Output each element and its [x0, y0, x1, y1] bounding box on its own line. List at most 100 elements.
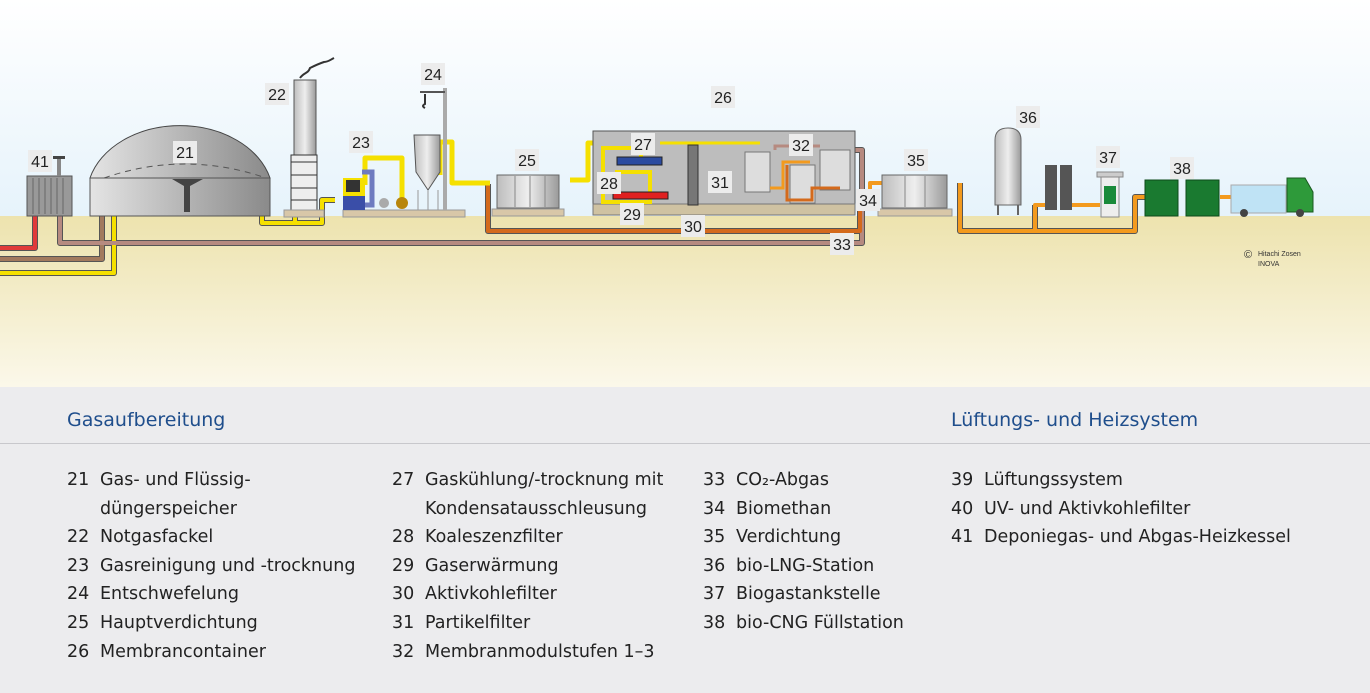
- svg-text:24: 24: [424, 67, 442, 84]
- legend-item-number: 32: [392, 641, 415, 662]
- legend-item: 29 Gaserwärmung: [392, 552, 663, 581]
- svg-text:22: 22: [268, 87, 286, 104]
- label-36: 36: [1016, 106, 1040, 128]
- lng-station: [994, 127, 1072, 215]
- legend-item-text: Biomethan: [736, 498, 832, 519]
- copyright: © Hitachi Zosen INOVA: [1244, 249, 1301, 268]
- process-diagram: © Hitachi Zosen INOVA 41 21 22 23 24 25 …: [0, 0, 1370, 387]
- label-35: 35: [904, 149, 928, 171]
- legend-item: 39 Lüftungssystem: [951, 466, 1291, 495]
- legend-item-text: Gas- und Flüssig- düngerspeicher: [100, 470, 251, 519]
- svg-text:27: 27: [634, 137, 652, 154]
- legend-item-number: 31: [392, 612, 415, 633]
- legend-item-number: 36: [703, 555, 726, 576]
- legend-item-text: Biogastankstelle: [736, 584, 881, 605]
- legend: Gasaufbereitung Lüftungs- und Heizsystem…: [0, 387, 1370, 693]
- cng-containers: [1144, 179, 1220, 217]
- legend-heading-ventilation: Lüftungs- und Heizsystem: [951, 409, 1199, 431]
- divider: [0, 443, 1370, 444]
- label-29: 29: [620, 203, 644, 225]
- legend-item-text: CO₂-Abgas: [736, 470, 829, 490]
- legend-item-number: 35: [703, 527, 726, 548]
- legend-item: 36 bio-LNG-Station: [703, 552, 904, 581]
- legend-item-text: Membranmodulstufen 1–3: [425, 641, 655, 662]
- svg-text:33: 33: [833, 237, 851, 254]
- legend-item-number: 28: [392, 527, 415, 548]
- legend-item-text: Lüftungssystem: [984, 470, 1123, 490]
- legend-item-text: Deponiegas- und Abgas-Heizkessel: [984, 527, 1291, 548]
- legend-item-number: 22: [67, 527, 90, 548]
- legend-item: 31 Partikelfilter: [392, 609, 663, 638]
- legend-item-number: 29: [392, 555, 415, 576]
- legend-item-number: 39: [951, 470, 974, 490]
- label-28: 28: [597, 172, 621, 194]
- legend-item-text: Hauptverdichtung: [100, 612, 258, 633]
- svg-text:29: 29: [623, 207, 641, 224]
- legend-item: 32 Membranmodulstufen 1–3: [392, 638, 663, 667]
- legend-item-text: Entschwefelung: [100, 584, 240, 605]
- label-38: 38: [1170, 157, 1194, 179]
- co2-pipe: [486, 184, 862, 233]
- legend-item: 35 Verdichtung: [703, 523, 904, 552]
- svg-text:37: 37: [1099, 150, 1117, 167]
- svg-text:35: 35: [907, 153, 925, 170]
- legend-item-text: Gaserwärmung: [425, 555, 559, 576]
- legend-item: 28 Koaleszenzfilter: [392, 523, 663, 552]
- legend-item-number: 25: [67, 612, 90, 633]
- legend-item-text: UV- und Aktivkohlefilter: [984, 498, 1191, 519]
- label-26: 26: [711, 86, 735, 108]
- label-22: 22: [265, 83, 289, 105]
- legend-item-number: 33: [703, 470, 726, 490]
- label-37: 37: [1096, 146, 1120, 168]
- legend-item-number: 21: [67, 470, 90, 490]
- legend-item-number: 38: [703, 612, 726, 633]
- gas-cleaning: [342, 88, 466, 218]
- svg-text:26: 26: [714, 90, 732, 107]
- legend-col-3: 33 CO₂-Abgas 34 Biomethan 35 Verdichtung 36 bio…: [703, 466, 904, 638]
- svg-text:32: 32: [792, 138, 810, 155]
- legend-col-1: 21 Gas- und Flüssig- düngerspeicher 22 Notg…: [67, 466, 355, 666]
- legend-item-number: 34: [703, 498, 726, 519]
- svg-text:36: 36: [1019, 110, 1037, 127]
- label-34: 34: [856, 189, 880, 211]
- label-23: 23: [349, 131, 373, 153]
- legend-item-text: Koaleszenzfilter: [425, 527, 563, 548]
- compressor-35: [877, 174, 953, 217]
- legend-item-text: Verdichtung: [736, 527, 842, 548]
- boiler: [26, 156, 73, 217]
- legend-heading-gas-treatment: Gasaufbereitung: [67, 409, 226, 431]
- legend-item-text: Notgasfackel: [100, 527, 214, 548]
- legend-item-number: 23: [67, 555, 90, 576]
- label-31: 31: [708, 171, 732, 193]
- label-32: 32: [789, 134, 813, 156]
- label-27: 27: [631, 133, 655, 155]
- svg-text:41: 41: [31, 154, 49, 171]
- label-30: 30: [681, 215, 705, 237]
- fuel-dispenser: [1096, 171, 1124, 218]
- svg-text:31: 31: [711, 175, 729, 192]
- compressor-25: [491, 174, 565, 217]
- legend-item-text: Aktivkohlefilter: [425, 584, 557, 605]
- legend-item: 25 Hauptverdichtung: [67, 609, 355, 638]
- svg-text:21: 21: [176, 145, 194, 162]
- label-24: 24: [421, 63, 445, 85]
- legend-item-text: Partikelfilter: [425, 612, 531, 633]
- label-21: 21: [173, 141, 197, 163]
- legend-item-text: bio-LNG-Station: [736, 555, 875, 576]
- svg-text:INOVA: INOVA: [1258, 261, 1280, 268]
- return-pipe: [0, 216, 104, 261]
- biogas-pipe-main: [0, 216, 116, 275]
- label-33: 33: [830, 233, 854, 255]
- legend-item-number: 30: [392, 584, 415, 605]
- biomethane-pipe: [868, 181, 1232, 233]
- svg-text:Hitachi Zosen: Hitachi Zosen: [1258, 251, 1301, 258]
- legend-item-number: 24: [67, 584, 90, 605]
- svg-text:34: 34: [859, 193, 877, 210]
- offgas-pipe: [58, 148, 864, 245]
- svg-text:28: 28: [600, 176, 618, 193]
